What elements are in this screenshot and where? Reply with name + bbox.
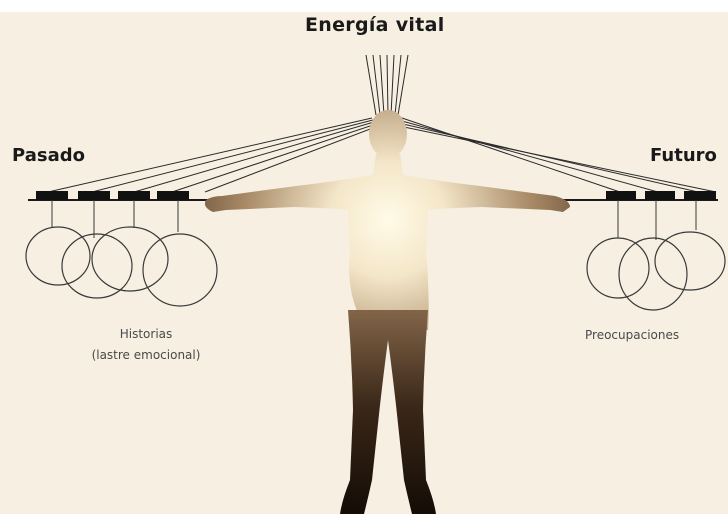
caption-historias-line1: Historias <box>66 324 226 345</box>
label-pasado: Pasado <box>12 145 85 166</box>
future-blocks <box>606 191 716 200</box>
caption-preocupaciones: Preocupaciones <box>585 325 679 346</box>
title-energia-vital: Energía vital <box>305 14 445 36</box>
caption-historias: Historias (lastre emocional) <box>66 324 226 366</box>
head <box>369 110 407 158</box>
caption-historias-line2: (lastre emocional) <box>66 345 226 366</box>
label-futuro: Futuro <box>650 145 717 166</box>
